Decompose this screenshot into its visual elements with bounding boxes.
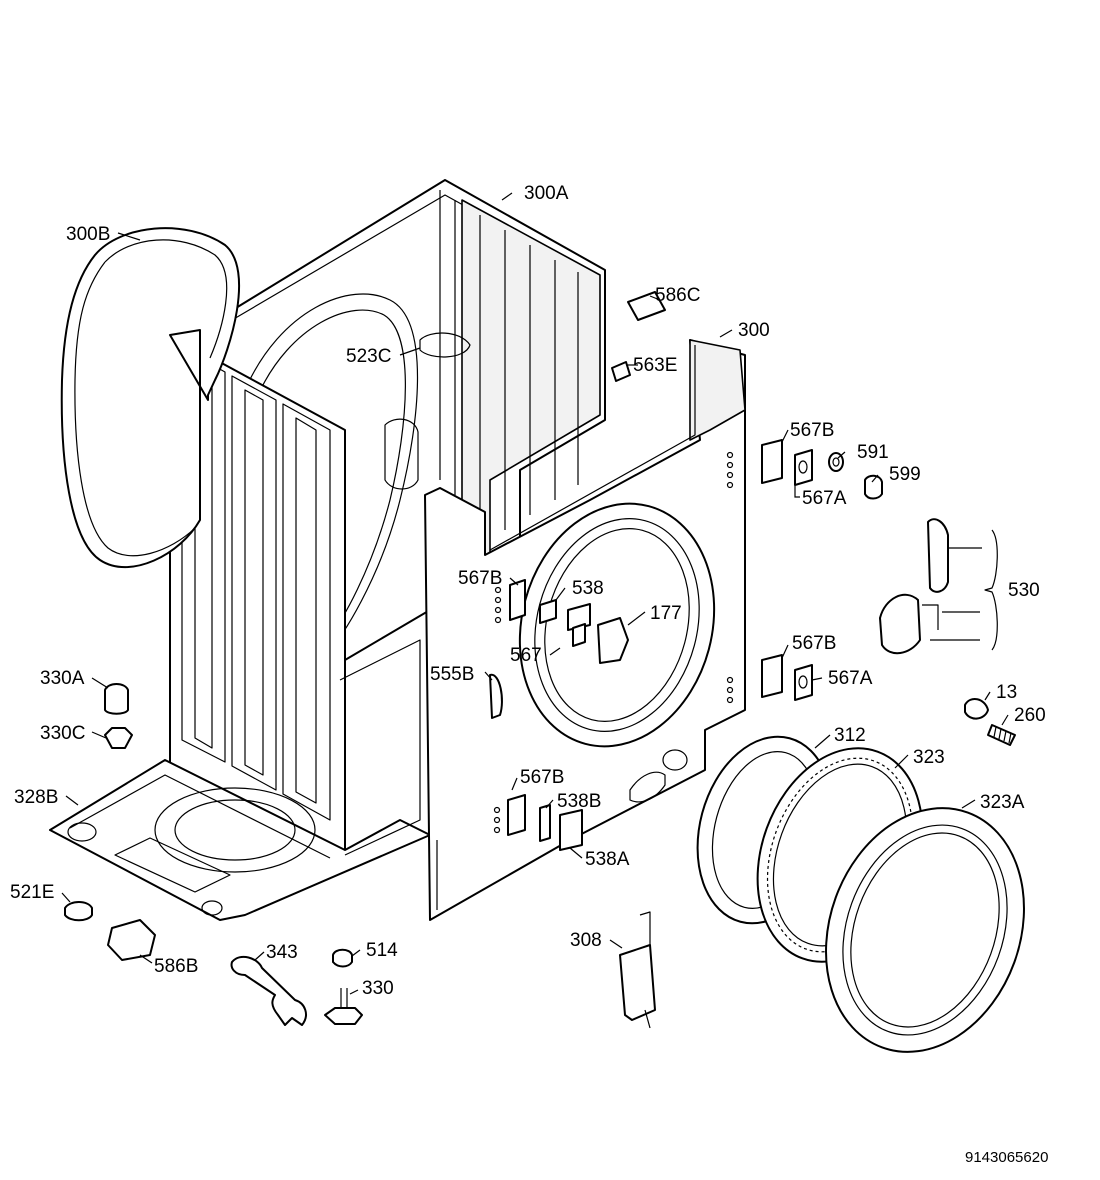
leader-lines [61,192,1009,995]
label-312: 312 [834,725,866,746]
label-555B: 555B [430,664,474,685]
base-plate [49,639,431,921]
door-assembly [696,735,1025,1053]
label-538A: 538A [585,849,630,870]
label-563E: 563E [633,355,677,376]
label-343: 343 [266,942,298,963]
label-591: 591 [857,442,889,463]
label-567A-a: 567A [802,488,847,509]
label-567A-b: 567A [828,668,873,689]
drawing-code: 9143065620 [965,1149,1048,1166]
loose-parts [64,683,656,1029]
label-330A: 330A [40,668,85,689]
label-521E: 521E [10,882,54,903]
label-300A: 300A [524,183,569,204]
label-567B-a: 567B [790,420,834,441]
label-177: 177 [650,603,682,624]
label-308: 308 [570,930,602,951]
side-panel-left [169,334,346,856]
door-handle-assembly [879,518,998,655]
label-514: 514 [366,940,398,961]
label-538B: 538B [557,791,601,812]
label-567B-c: 567B [792,633,836,654]
label-330C: 330C [40,723,85,744]
label-330: 330 [362,978,394,999]
label-328B: 328B [14,787,58,808]
label-13: 13 [996,682,1017,703]
label-586C: 586C [655,285,700,306]
spring-parts [964,698,1016,746]
label-538-a: 538 [572,578,604,599]
label-323: 323 [913,747,945,768]
rear-gasket-ring [60,227,240,569]
label-567B-d: 567B [520,767,564,788]
label-323A: 323A [980,792,1025,813]
part-labels: 300A 300B 523C 586C 300 563E 567B 591 56… [10,183,1046,999]
label-586B: 586B [154,956,198,977]
front-panel-holes [493,451,734,834]
label-523C: 523C [346,346,391,367]
label-300B: 300B [66,224,110,245]
label-300: 300 [738,320,770,341]
label-567B-b: 567B [458,568,502,589]
small-parts [489,291,883,851]
label-567: 567 [510,645,542,666]
label-530: 530 [1008,580,1040,601]
label-599: 599 [889,464,921,485]
label-260: 260 [1014,705,1046,726]
